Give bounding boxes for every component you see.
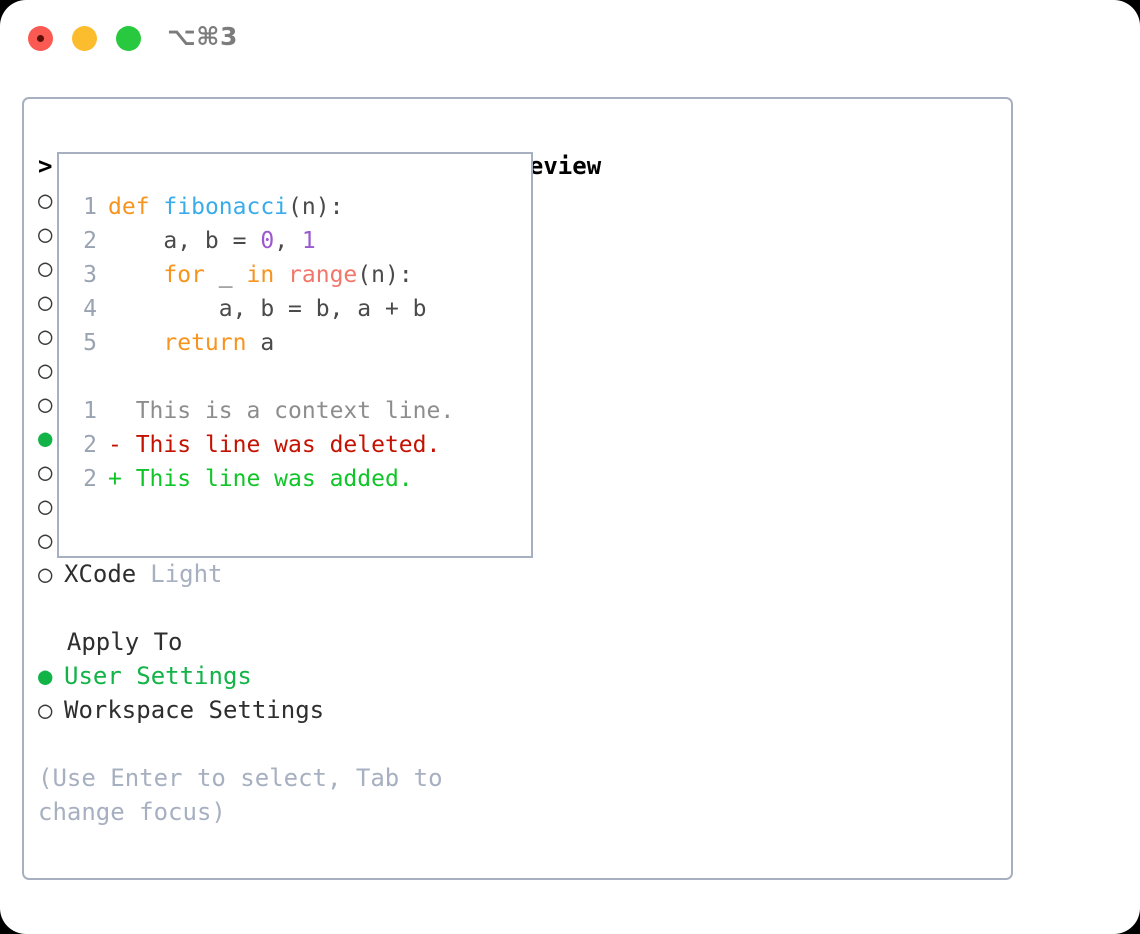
- radio-selected-icon: ●: [38, 662, 53, 690]
- code-token: _: [204, 262, 247, 288]
- apply-to-heading: Apply To: [38, 628, 183, 656]
- diff-marker: -: [108, 432, 122, 458]
- code-line: 3 for _ in range(n):: [73, 258, 525, 292]
- apply-to-list[interactable]: ● User Settings ○ Workspace Settings: [38, 659, 498, 727]
- minimize-window-button[interactable]: [72, 26, 97, 51]
- diff-line-number: 1: [83, 398, 97, 424]
- code-line-number: 4: [83, 296, 97, 322]
- window-title: ⌥⌘3: [167, 22, 238, 51]
- theme-option-category: Light: [150, 560, 223, 588]
- code-token: [150, 194, 164, 220]
- radio-unselected-icon: ○: [38, 492, 53, 520]
- radio-unselected-icon: ○: [38, 356, 53, 384]
- code-line: 2 a, b = 0, 1: [73, 224, 525, 258]
- radio-unselected-icon: ○: [38, 288, 53, 316]
- radio-unselected-icon: ○: [38, 254, 53, 282]
- radio-selected-icon: ●: [38, 424, 53, 452]
- code-token: return: [163, 330, 247, 356]
- diff-text: This line was added.: [121, 466, 413, 492]
- diff-text: This is a context line.: [121, 398, 455, 424]
- code-line-number: 5: [83, 330, 97, 356]
- code-token: 0: [260, 228, 275, 254]
- code-token: for: [163, 262, 205, 288]
- list-spacer: [38, 591, 498, 625]
- hint-line-1: (Use Enter to select, Tab to: [38, 764, 443, 792]
- preview-heading: Preview: [500, 152, 602, 180]
- main-panel: > Select Theme ○ANSIDark○Atom OneDark○Ay…: [22, 97, 1013, 880]
- code-token: [274, 262, 288, 288]
- code-token: range: [288, 262, 358, 288]
- apply-to-option-user-settings[interactable]: ● User Settings: [38, 659, 498, 693]
- code-token: 1: [301, 228, 316, 254]
- title-bar: ⌥⌘3: [0, 0, 1140, 78]
- zoom-window-button[interactable]: [116, 26, 141, 51]
- code-token: a, b = b, a + b: [108, 296, 427, 322]
- diff-marker: [108, 398, 122, 424]
- code-token: fibonacci: [163, 194, 289, 220]
- diff-text: This line was deleted.: [121, 432, 441, 458]
- apply-to-option-label: User Settings: [64, 662, 252, 690]
- radio-unselected-icon: ○: [38, 186, 53, 214]
- theme-option-label: XCode: [64, 560, 137, 588]
- code-line-number: 1: [83, 194, 97, 220]
- code-token: [108, 262, 163, 288]
- code-token: def: [108, 194, 150, 220]
- code-line: 5 return a: [73, 326, 525, 360]
- radio-unselected-icon: ○: [38, 458, 53, 486]
- traffic-lights: [28, 26, 141, 51]
- apply-to-option-workspace-settings[interactable]: ○ Workspace Settings: [38, 693, 498, 727]
- diff-marker: +: [108, 466, 122, 492]
- close-window-button[interactable]: [28, 26, 53, 51]
- code-token: a: [246, 330, 275, 356]
- radio-unselected-icon: ○: [38, 560, 53, 588]
- hint-line-2: change focus): [38, 798, 226, 826]
- radio-unselected-icon: ○: [38, 390, 53, 418]
- diff-line-number: 2: [83, 466, 97, 492]
- radio-unselected-icon: ○: [38, 526, 53, 554]
- diff-line-number: 2: [83, 432, 97, 458]
- code-line: 4 a, b = b, a + b: [73, 292, 525, 326]
- apply-to-option-label: Workspace Settings: [64, 696, 325, 724]
- code-token: in: [246, 262, 275, 288]
- radio-unselected-icon: ○: [38, 322, 53, 350]
- radio-unselected-icon: ○: [38, 220, 53, 248]
- preview-column: Preview: [500, 149, 1000, 183]
- diff-sample: 1 This is a context line.2- This line wa…: [73, 394, 525, 496]
- code-token: (n):: [357, 262, 413, 288]
- code-token: a, b =: [108, 228, 261, 254]
- code-token: [108, 330, 163, 356]
- code-token: (n):: [288, 194, 344, 220]
- diff-line-del: 2- This line was deleted.: [73, 428, 525, 462]
- code-line: 1 def fibonacci(n):: [73, 190, 525, 224]
- diff-line-add: 2 + This line was added.: [73, 462, 525, 496]
- theme-option-xcode[interactable]: ○ XCode Light: [38, 557, 498, 591]
- radio-unselected-icon: ○: [38, 696, 53, 724]
- code-diff-spacer: [73, 360, 525, 394]
- code-token: ,: [274, 228, 302, 254]
- code-line-number: 2: [83, 228, 97, 254]
- hint-spacer: [38, 727, 498, 761]
- code-line-number: 3: [83, 262, 97, 288]
- diff-line-ctx: 1 This is a context line.: [73, 394, 525, 428]
